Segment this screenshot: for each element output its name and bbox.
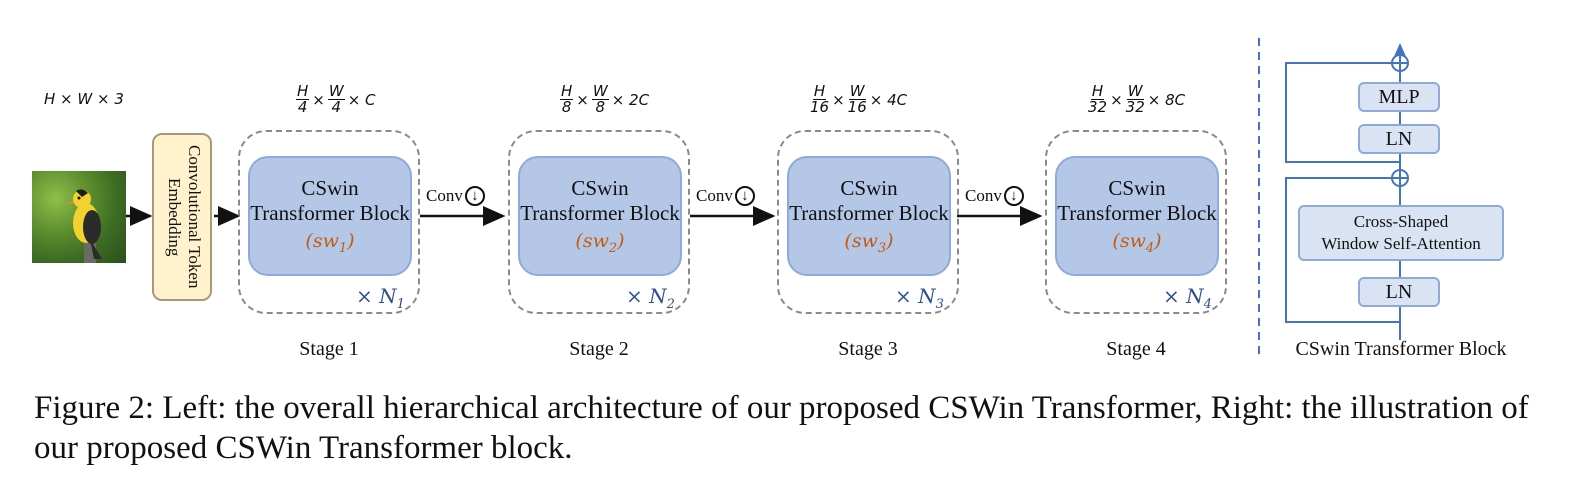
block-line1: CSwin [301,176,359,201]
cswin-block: CSwin Transformer Block (sw2) [518,156,682,276]
stage-frame [1045,130,1227,314]
add-icon-lower [1391,169,1409,187]
stage-label: Stage 1 [299,338,359,360]
stage-dims: H 8 × W 8 × 2C [560,82,650,116]
stripe-width-label: (sw2) [575,230,625,256]
repeat-count: × N4 [1163,284,1212,312]
frac-w: W 4 [327,82,345,116]
block-line2: Transformer Block [250,201,410,226]
attention-box: Cross-Shaped Window Self-Attention [1298,205,1504,261]
frac-w: W 32 [1125,82,1145,116]
stage-label: Stage 3 [838,338,898,360]
frac-h: H 4 [296,82,310,116]
frac-w: W 16 [847,82,867,116]
stage-dims: H 32 × W 32 × 8C [1088,82,1186,116]
mlp-box: MLP [1358,82,1440,112]
frac-h: H 16 [810,82,830,116]
stage-frame [508,130,690,314]
down-arrow-icon: ↓ [734,186,755,206]
stripe-width-label: (sw3) [844,230,894,256]
ln-bottom-box: LN [1358,277,1440,307]
block-line2: Transformer Block [520,201,680,226]
cswin-block: CSwin Transformer Block (sw3) [787,156,951,276]
stage-dims: H 4 × W 4 × C [296,82,376,116]
block-line2: Transformer Block [789,201,949,226]
stripe-width-label: (sw4) [1112,230,1162,256]
block-line1: CSwin [571,176,629,201]
input-dims: H × W × 3 [44,90,124,108]
down-arrow-icon: ↓ [464,186,485,206]
figure-caption: Figure 2: Left: the overall hierarchical… [34,390,1529,466]
input-image [32,171,126,263]
down-arrow-icon: ↓ [1003,186,1024,206]
stage-frame [777,130,959,314]
conv-downsample-2: Conv↓ [696,186,755,206]
block-title: CSwin Transformer Block [1295,338,1507,360]
token-embedding-label: Convolutional Token Embedding [165,145,204,289]
repeat-count: × N2 [626,284,675,312]
bird-icon [67,189,102,263]
stage-dims: H 16 × W 16 × 4C [810,82,908,116]
cswin-block: CSwin Transformer Block (sw1) [248,156,412,276]
block-line1: CSwin [840,176,898,201]
token-embedding-box: Convolutional Token Embedding [152,133,212,301]
frac-w: W 8 [591,82,609,116]
attention-line2: Window Self-Attention [1321,234,1481,253]
conv-downsample-3: Conv↓ [965,186,1024,206]
cswin-block: CSwin Transformer Block (sw4) [1055,156,1219,276]
stage-frame [238,130,420,314]
ln-top-box: LN [1358,124,1440,154]
attention-line1: Cross-Shaped [1353,212,1449,231]
frac-h: H 32 [1088,82,1108,116]
add-icon-upper [1391,54,1409,72]
block-line1: CSwin [1108,176,1166,201]
repeat-count: × N3 [895,284,944,312]
residual-connection-lower [1285,177,1400,323]
block-line2: Transformer Block [1057,201,1217,226]
stage-label: Stage 2 [569,338,629,360]
stripe-width-label: (sw1) [305,230,355,256]
repeat-count: × N1 [356,284,405,312]
conv-downsample-1: Conv↓ [426,186,485,206]
residual-connection-upper [1285,62,1400,163]
frac-h: H 8 [560,82,574,116]
stage-label: Stage 4 [1106,338,1166,360]
